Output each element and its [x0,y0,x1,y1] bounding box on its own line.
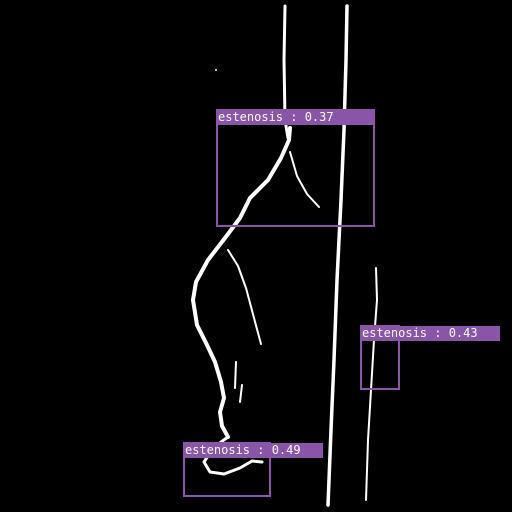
detection-label: estenosis : 0.43 [360,326,500,341]
vessel-segment [326,4,349,507]
detection-label: estenosis : 0.37 [216,110,373,125]
vessel-segment [234,361,237,389]
vessel-fragment [215,69,217,71]
vessel-segment [227,249,262,345]
vessel-segment [191,126,292,439]
vessel-segment [365,267,378,501]
vessel-segment [282,4,290,140]
vessel-segment [239,384,243,403]
vessel-segment [289,151,320,208]
detection-label: estenosis : 0.49 [183,443,323,458]
detection-box [216,109,375,227]
